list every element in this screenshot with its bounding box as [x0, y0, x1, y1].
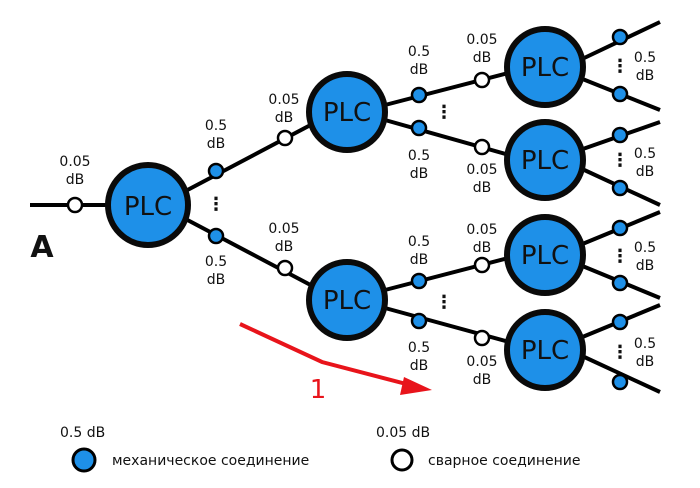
- input-marker: A: [30, 230, 54, 265]
- mech-joint: [611, 126, 629, 144]
- weld-loss-value: 0.05: [59, 154, 90, 170]
- ellipsis: ⋮: [207, 194, 225, 215]
- loss-unit: dB: [207, 272, 226, 288]
- plc-node-out-4: PLC: [504, 309, 586, 391]
- mech-loss-value: 0.5: [634, 336, 656, 352]
- mech-loss-labels: 0.5 dB 0.5 dB 0.5 dB 0.5 dB 0.5 dB 0.5 d…: [205, 44, 656, 374]
- plc-label: PLC: [521, 241, 569, 271]
- ellipsis: ⋮: [611, 246, 629, 267]
- weld-joint: [276, 259, 294, 277]
- loss-unit: dB: [473, 372, 492, 388]
- line-plc1-plc3: [177, 213, 321, 292]
- mech-loss-value: 0.5: [408, 44, 430, 60]
- loss-unit: dB: [410, 166, 429, 182]
- loss-unit: dB: [636, 354, 655, 370]
- weld-joint: [473, 256, 491, 274]
- mech-joint: [611, 274, 629, 292]
- mech-loss-value: 0.5: [205, 254, 227, 270]
- weld-joint: [473, 329, 491, 347]
- mech-joint: [410, 312, 428, 330]
- direction-arrow: 1: [239, 322, 432, 405]
- loss-unit: dB: [410, 252, 429, 268]
- mech-loss-value: 0.5: [205, 118, 227, 134]
- line-plc3-plc6: [384, 253, 521, 292]
- mech-loss-value: 0.5: [408, 148, 430, 164]
- weld-loss-value: 0.05: [466, 354, 497, 370]
- loss-unit: dB: [207, 136, 226, 152]
- plc-node-upper: PLC: [306, 71, 388, 153]
- plc-node-out-1: PLC: [504, 26, 586, 108]
- mech-loss-value: 0.5: [408, 340, 430, 356]
- mech-loss-value: 0.5: [634, 50, 656, 66]
- mech-loss-value: 0.5: [408, 234, 430, 250]
- legend-mech-icon: [71, 447, 97, 473]
- weld-joint: [473, 71, 491, 89]
- loss-unit: dB: [636, 164, 655, 180]
- weld-loss-value: 0.05: [268, 221, 299, 237]
- mech-joint: [410, 86, 428, 104]
- arrow-label: 1: [310, 375, 327, 405]
- weld-joint: [473, 138, 491, 156]
- plc-label: PLC: [124, 192, 172, 222]
- plc-node-lower: PLC: [306, 259, 388, 341]
- mech-joint: [611, 373, 629, 391]
- legend: 0.5 dB механическое соединение 0.05 dB с…: [60, 425, 580, 473]
- plc-label: PLC: [521, 336, 569, 366]
- legend-weld-label: сварное соединение: [428, 453, 580, 469]
- weld-loss-value: 0.05: [268, 92, 299, 108]
- mech-joint: [410, 272, 428, 290]
- weld-loss-value: 0.05: [466, 222, 497, 238]
- plc-node-out-3: PLC: [504, 214, 586, 296]
- weld-joint: [276, 129, 294, 147]
- mech-loss-value: 0.5: [634, 146, 656, 162]
- legend-weld-value: 0.05 dB: [376, 425, 430, 441]
- loss-unit: dB: [473, 180, 492, 196]
- loss-unit: dB: [410, 62, 429, 78]
- mech-joint: [611, 85, 629, 103]
- mech-joint: [207, 162, 225, 180]
- loss-unit: dB: [66, 172, 85, 188]
- plc-node-out-2: PLC: [504, 119, 586, 201]
- legend-mech-label: механическое соединение: [112, 453, 309, 469]
- weld-loss-value: 0.05: [466, 162, 497, 178]
- ellipsis: ⋮: [435, 292, 453, 313]
- loss-unit: dB: [473, 50, 492, 66]
- ellipsis: ⋮: [611, 342, 629, 363]
- loss-unit: dB: [636, 258, 655, 274]
- weld-loss-value: 0.05: [466, 32, 497, 48]
- line-plc1-plc2: [177, 118, 321, 197]
- mech-joint: [611, 313, 629, 331]
- mech-loss-value: 0.5: [634, 240, 656, 256]
- ellipsis: ⋮: [611, 56, 629, 77]
- loss-unit: dB: [473, 240, 492, 256]
- mech-joint: [611, 28, 629, 46]
- weld-joint: [66, 196, 84, 214]
- mech-joint: [410, 119, 428, 137]
- line-plc2-plc4: [384, 68, 521, 107]
- loss-unit: dB: [410, 358, 429, 374]
- weld-joints: [66, 71, 491, 347]
- plc-label: PLC: [521, 146, 569, 176]
- mech-joints: [207, 28, 629, 391]
- legend-mech-value: 0.5 dB: [60, 425, 105, 441]
- line-plc2-plc5: [384, 118, 521, 160]
- loss-unit: dB: [275, 110, 294, 126]
- mech-joint: [611, 179, 629, 197]
- legend-weld-icon: [390, 448, 414, 472]
- plc-label: PLC: [323, 286, 371, 316]
- plc-label: PLC: [323, 98, 371, 128]
- loss-unit: dB: [636, 68, 655, 84]
- out-line-8: [579, 353, 661, 394]
- mech-joint: [611, 219, 629, 237]
- weld-loss-labels: 0.05 dB 0.05 dB 0.05 dB 0.05 dB 0.05 dB …: [59, 32, 497, 388]
- mech-joint: [207, 227, 225, 245]
- line-plc3-plc7: [384, 306, 521, 347]
- ellipsis: ⋮: [611, 150, 629, 171]
- loss-unit: dB: [275, 239, 294, 255]
- ellipses: ⋮ ⋮ ⋮ ⋮ ⋮ ⋮ ⋮: [207, 56, 629, 363]
- ellipsis: ⋮: [435, 102, 453, 123]
- plc-label: PLC: [521, 53, 569, 83]
- plc-node-root: PLC: [105, 162, 191, 248]
